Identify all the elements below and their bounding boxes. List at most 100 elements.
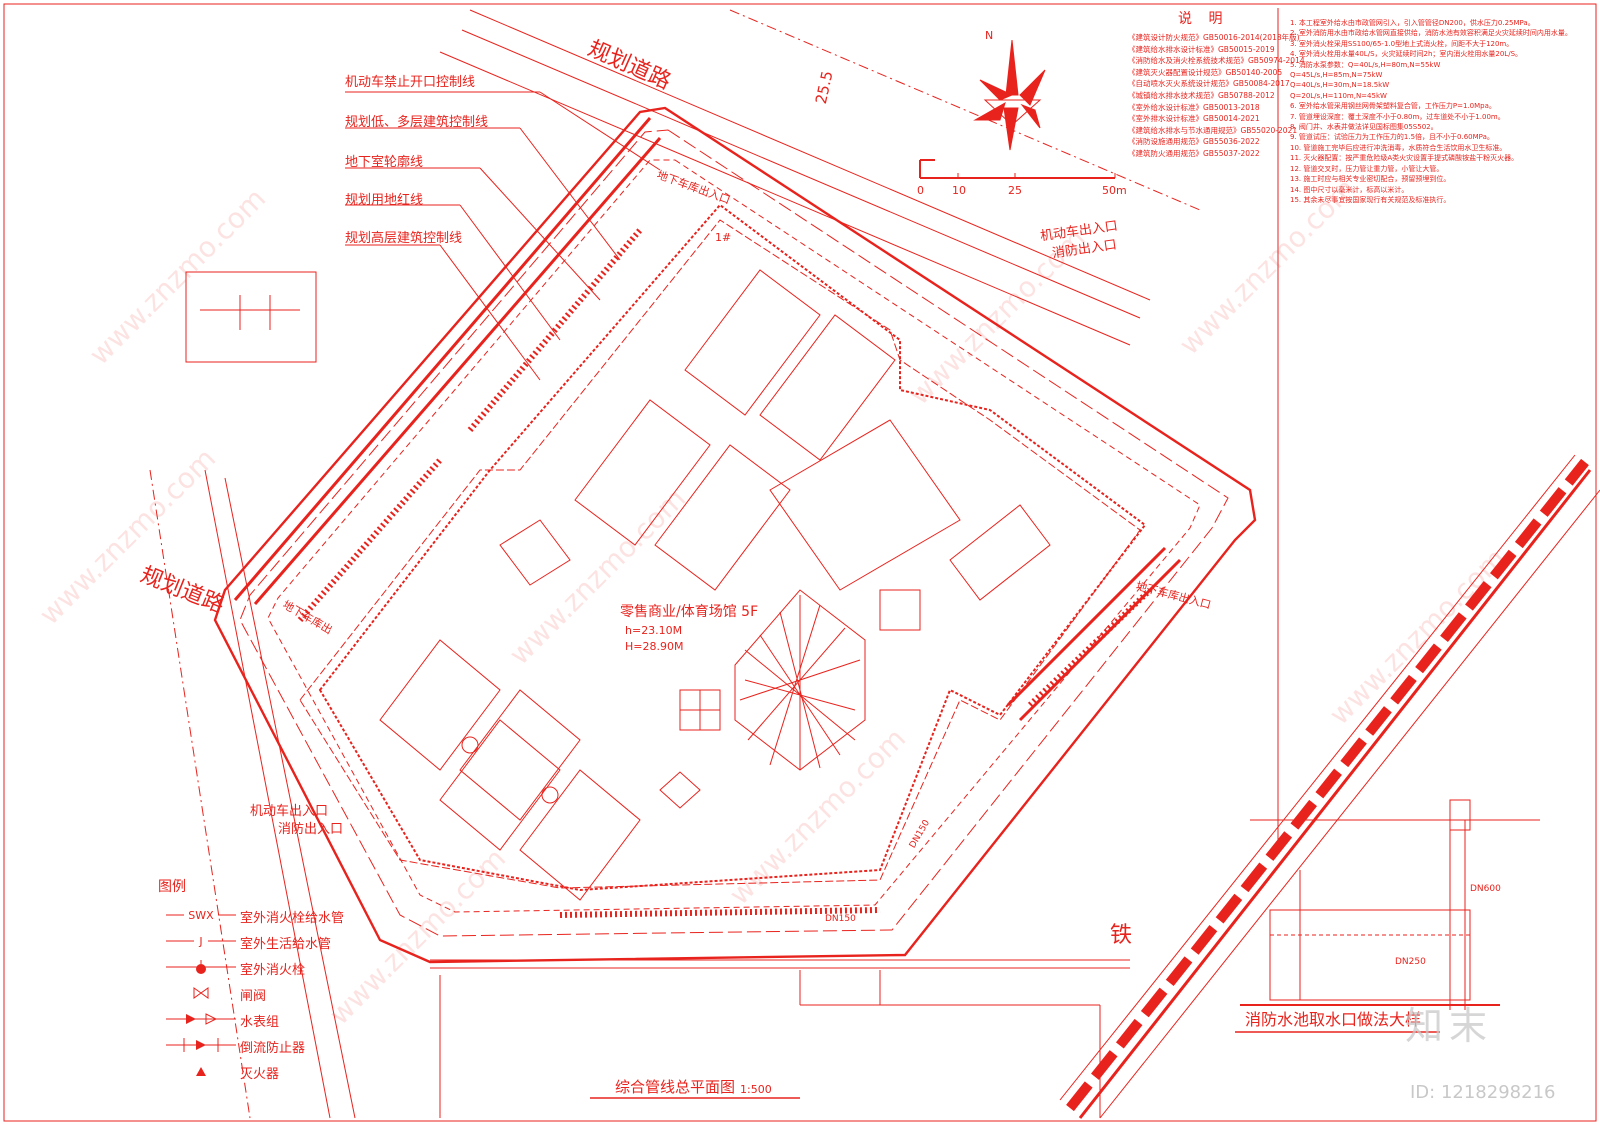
fire-pipe-line-icon: SWX <box>166 909 236 922</box>
backflow-preventer-icon <box>166 1038 236 1052</box>
brand-logo: 知末 <box>1405 1004 1494 1048</box>
scale-tick-50: 50m <box>1102 184 1127 197</box>
standard-line: 《建筑给水排水设计标准》GB50015-2019 <box>1128 44 1275 54</box>
note-line: 8. 阀门井、水表井做法详见国标图集05S502。 <box>1290 123 1438 132</box>
scale-tick-10: 10 <box>952 184 966 197</box>
legend-text: 室外消火栓给水管 <box>240 911 345 926</box>
legend-text: 灭火器 <box>240 1067 280 1082</box>
skylight-grid <box>734 589 866 771</box>
detail-section <box>1240 799 1540 1010</box>
drawing-title: 综合管线总平面图 <box>615 1078 736 1096</box>
basketball-courts <box>379 639 641 901</box>
control-label-1: 机动车禁止开口控制线 <box>345 75 476 90</box>
note-line: 15. 其余未尽事宜按国家现行有关规范及标准执行。 <box>1290 195 1451 204</box>
legend-item: SWX 室外消火栓给水管 <box>158 904 344 930</box>
legend-text: 室外消火栓 <box>240 963 306 978</box>
note-line: 1. 本工程室外给水由市政管网引入，引入管管径DN200，供水压力0.25MPa… <box>1290 19 1535 27</box>
scale-tick-0: 0 <box>917 184 924 197</box>
block-sw <box>499 519 571 586</box>
note-line: Q=40L/s,H=30m,N=18.5kW <box>1290 81 1390 90</box>
gate-valve-icon <box>193 987 209 999</box>
tower-block <box>769 419 961 591</box>
detail-dn600: DN600 <box>1470 884 1501 894</box>
legend-item: J 室外生活给水管 <box>158 930 331 956</box>
legend-item: 室外消火栓 <box>158 956 305 982</box>
note-line: Q=45L/s,H=85m,N=75kW <box>1290 71 1383 80</box>
notes-items: 1. 本工程室外给水由市政管网引入，引入管管径DN200，供水压力0.25MPa… <box>1290 18 1590 205</box>
note-line: 13. 施工时应与相关专业密切配合，预留预埋到位。 <box>1290 175 1451 184</box>
hedge-nw <box>233 117 662 605</box>
parking-se <box>559 587 1153 918</box>
control-label-2: 规划低、多层建筑控制线 <box>345 115 489 130</box>
site-red-line <box>213 106 1257 964</box>
note-line: 5. 消防水泵参数：Q=40L/s,H=80m,N=55kW <box>1290 60 1441 69</box>
pyramid-roof <box>659 771 701 809</box>
entrance-w-vehicle: 机动车出入口 <box>250 804 329 819</box>
scale-bar <box>919 159 1116 179</box>
standard-line: 《室外给水设计标准》GB50013-2018 <box>1128 102 1260 112</box>
legend-code: J <box>198 935 202 948</box>
notes-title: 说 明 <box>1178 11 1229 27</box>
legend-item: 水表组 <box>158 1008 279 1034</box>
control-label-5: 规划高层建筑控制线 <box>345 231 463 246</box>
parking-nw <box>297 228 643 622</box>
legend-item: 闸阀 <box>158 982 266 1008</box>
north-road <box>439 9 1201 346</box>
control-label-3: 地下室轮廓线 <box>345 155 424 170</box>
leader-lines <box>345 91 661 381</box>
legend-text: 倒流防止器 <box>240 1041 306 1056</box>
podium-outline <box>318 203 1147 892</box>
control-label-4: 规划用地红线 <box>345 193 424 208</box>
tennis-courts <box>574 269 896 591</box>
scale-tick-25: 25 <box>1008 184 1022 197</box>
building-name: 零售商业/体育场馆 5F <box>620 604 759 620</box>
block-small <box>879 589 921 631</box>
standard-line: 《建筑防火通用规范》GB55037-2022 <box>1128 148 1260 158</box>
legend-text: 室外生活给水管 <box>240 937 332 952</box>
north-letter: N <box>985 29 994 42</box>
block-east <box>949 504 1051 601</box>
standard-line: 《室外排水设计标准》GB50014-2021 <box>1128 114 1260 124</box>
inset-detail <box>185 271 317 363</box>
standard-line: 《建筑设计防火规范》GB50016-2014(2018年版) <box>1128 33 1300 42</box>
legend: 图例 SWX 室外消火栓给水管 J 室外生活给水管 室外消火栓 闸阀 水表组 <box>158 876 344 1086</box>
legend-text: 水表组 <box>240 1015 280 1030</box>
pipe-label-b: DN150 <box>825 914 856 924</box>
detail-dn250: DN250 <box>1395 957 1426 967</box>
extinguisher-icon <box>196 1067 206 1076</box>
legend-text: 闸阀 <box>240 989 267 1004</box>
building-number: 1# <box>715 231 732 244</box>
note-line: 6. 室外给水管采用钢丝网骨架塑料复合管，工作压力P=1.0Mpa。 <box>1290 102 1496 111</box>
note-line: 2. 室外消防用水由市政给水管网直接供给，消防水池有效容积满足火灾延续时间内用水… <box>1290 29 1572 38</box>
drawing-scale: 1:500 <box>740 1083 772 1096</box>
rail-label: 铁 <box>1110 923 1133 948</box>
standard-line: 《建筑灭火器配置设计规范》GB50140-2005 <box>1128 67 1283 77</box>
legend-code: SWX <box>188 909 214 922</box>
building-control-line <box>239 129 1229 937</box>
legend-title: 图例 <box>158 879 186 895</box>
hydrant-icon <box>166 960 236 974</box>
north-arrow-icon <box>973 39 1046 151</box>
note-line: 10. 管道施工完毕后应进行冲洗消毒，水质符合生活饮用水卫生标准。 <box>1290 143 1507 152</box>
standard-line: 《自动喷水灭火系统设计规范》GB50084-2017 <box>1128 79 1290 89</box>
note-line: 11. 灭火器配置：按严重危险级A类火灾设置手提式磷酸铵盐干粉灭火器。 <box>1290 154 1519 163</box>
notes-standards: 《建筑设计防火规范》GB50016-2014(2018年版) 《建筑给水排水设计… <box>1128 32 1305 160</box>
standard-line: 《消防设施通用规范》GB55036-2022 <box>1128 137 1260 147</box>
note-line: 4. 室外消火栓用水量40L/S，火灾延续时间2h；室内消火栓用水量20L/S。 <box>1290 50 1523 59</box>
standard-line: 《消防给水及消火栓系统技术规范》GB50974-2014 <box>1128 56 1305 66</box>
note-line: Q=20L/s,H=110m,N=45kW <box>1290 91 1387 100</box>
standard-line: 《城镇给水排水技术规范》GB50788-2012 <box>1128 90 1275 100</box>
building-height-h: h=23.10M <box>625 624 683 637</box>
legend-item: 倒流防止器 <box>158 1034 305 1060</box>
water-meter-icon <box>166 1013 236 1025</box>
legend-item: 灭火器 <box>158 1060 279 1086</box>
internal-road <box>299 219 1141 889</box>
image-id: ID: 1218298216 <box>1410 1082 1556 1103</box>
note-line: 14. 图中尺寸以毫米计，标高以米计。 <box>1290 185 1409 194</box>
drawing-frame <box>3 3 1597 1122</box>
domestic-pipe-line-icon: J <box>166 935 236 948</box>
building-height-H: H=28.90M <box>625 640 684 653</box>
railway <box>1059 454 1600 1119</box>
basement-outline <box>267 159 1201 913</box>
